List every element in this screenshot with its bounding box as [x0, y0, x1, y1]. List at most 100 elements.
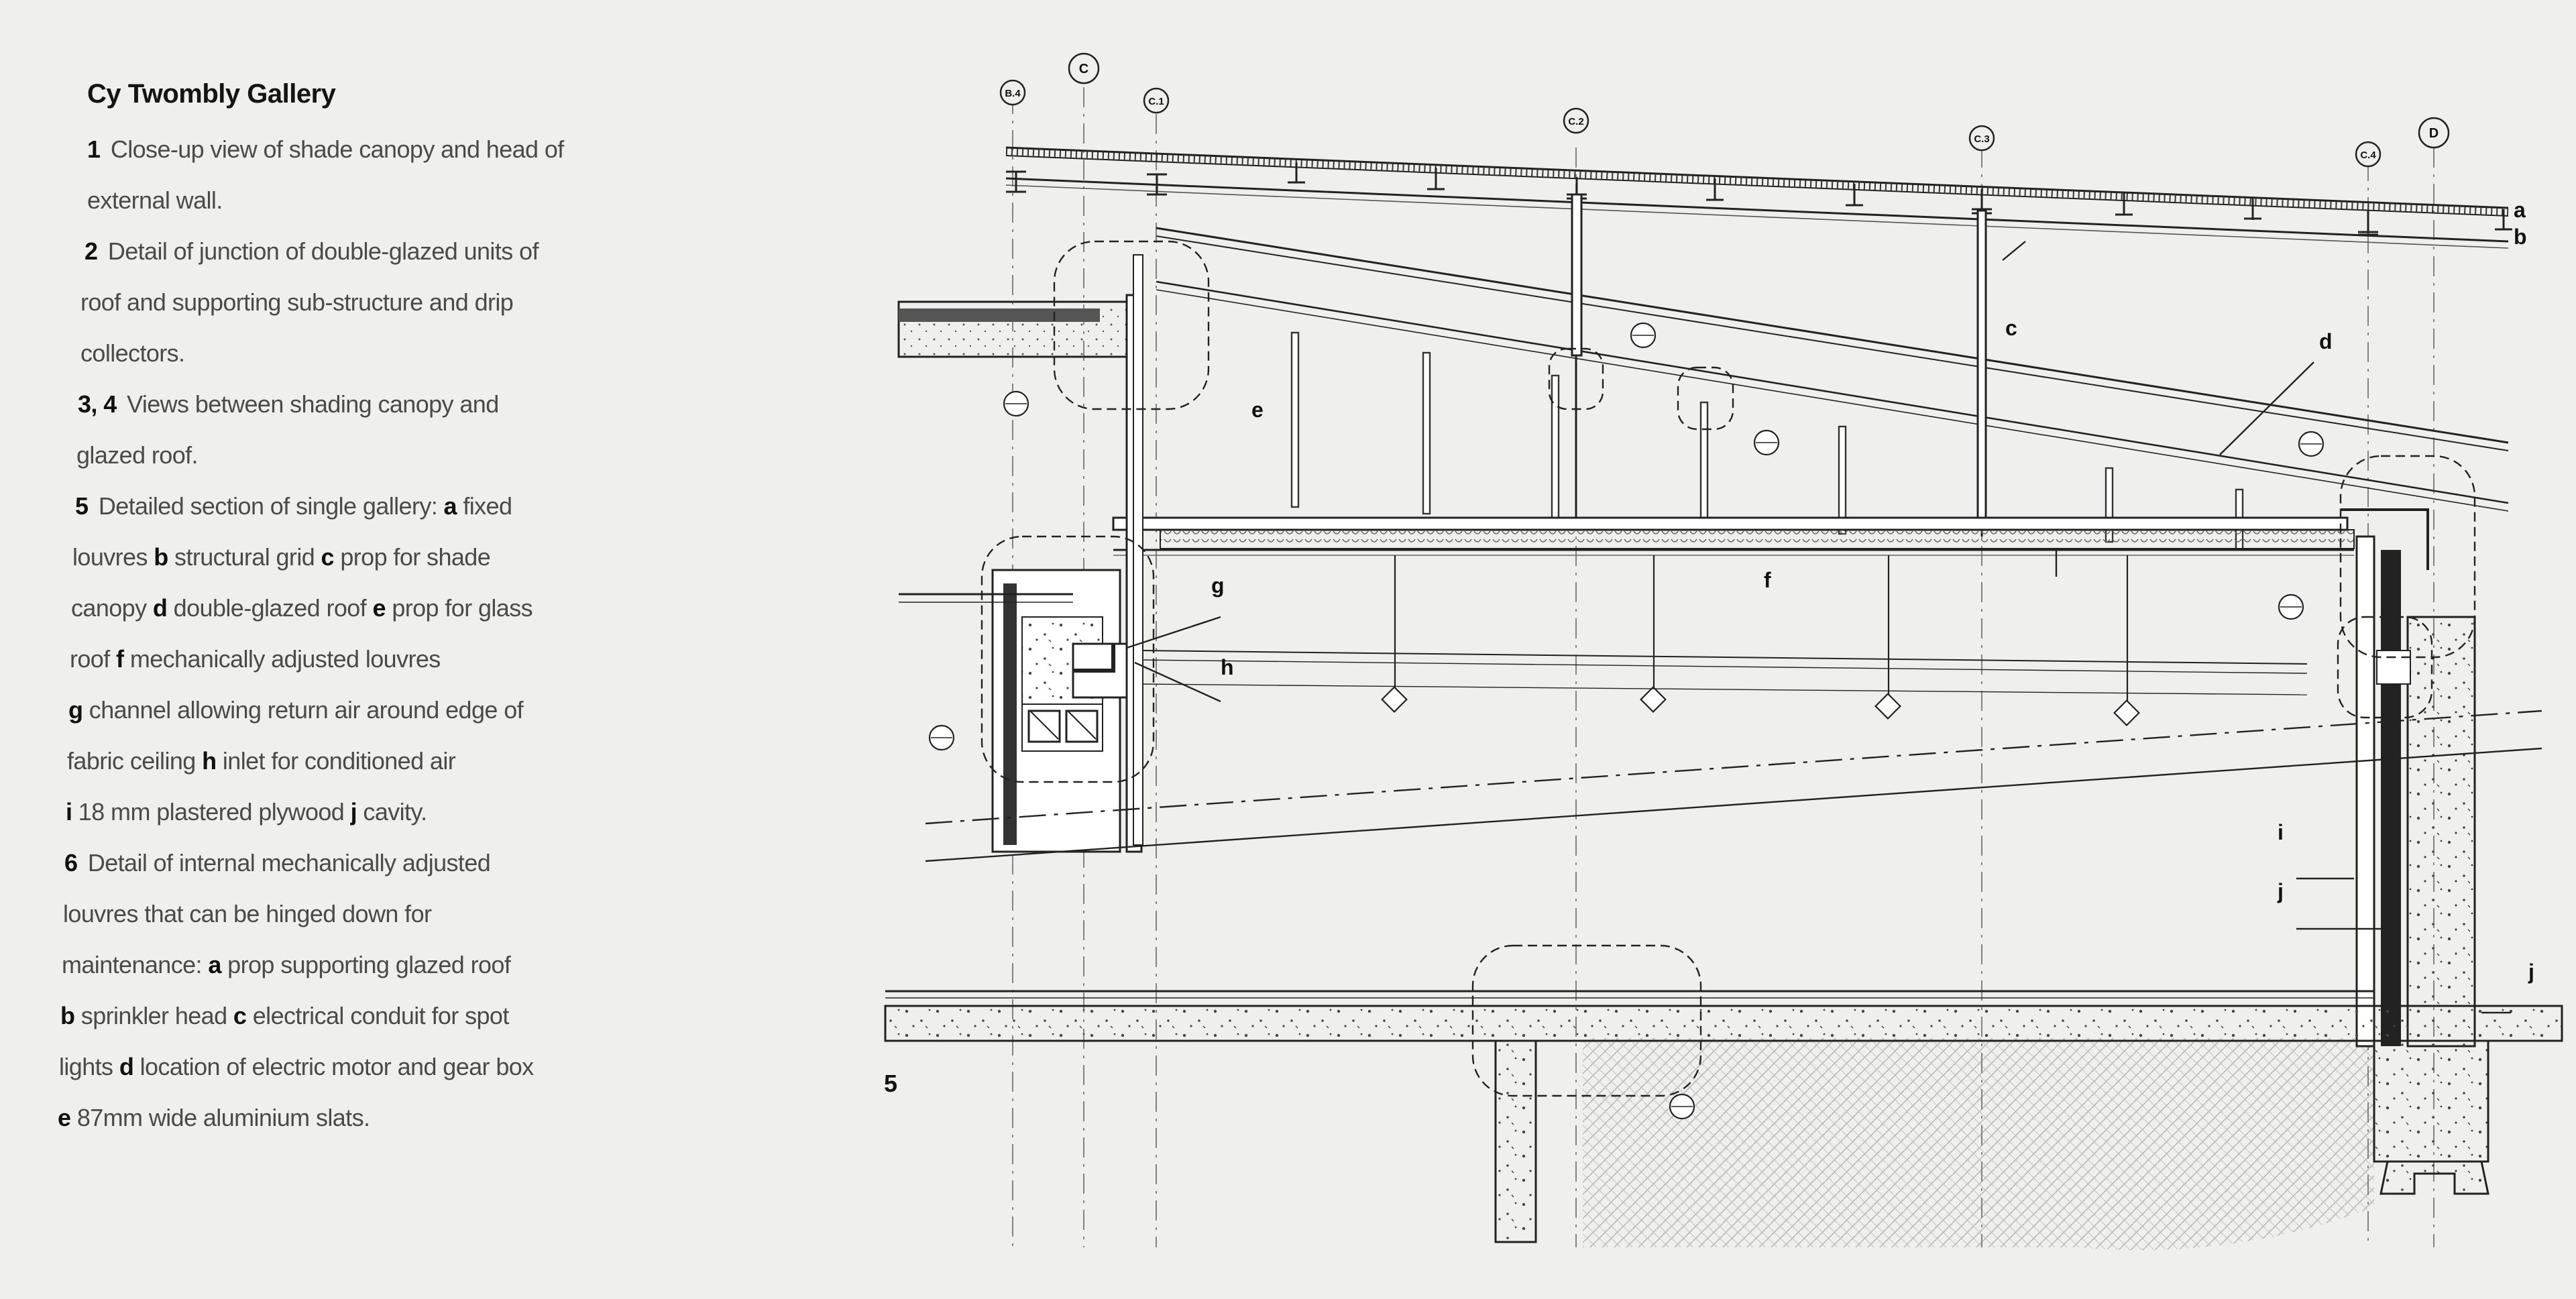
caption-key-letter: d — [152, 594, 168, 622]
caption-line: lights d location of electric motor and … — [59, 1041, 634, 1092]
right-wall — [2341, 508, 2476, 1048]
caption-line: 5 Detailed section of single gallery: a … — [75, 481, 634, 532]
caption-line: external wall. — [87, 175, 634, 226]
caption-figure-number: 1 — [87, 135, 101, 163]
caption-key-letter: c — [321, 543, 335, 571]
caption-line: 6 Detail of internal mechanically adjust… — [64, 838, 634, 889]
caption-text: maintenance: — [62, 951, 209, 978]
caption-line: collectors. — [80, 328, 634, 379]
caption-line: roof f mechanically adjusted louvres — [70, 634, 634, 685]
caption-text: prop supporting glazed roof — [221, 951, 511, 978]
caption-text: Detail of junction of double-glazed unit… — [107, 237, 539, 265]
caption-line: 1 Close-up view of shade canopy and head… — [87, 124, 634, 175]
caption-line: maintenance: a prop supporting glazed ro… — [62, 940, 634, 991]
caption-line: b sprinkler head c electrical conduit fo… — [60, 991, 634, 1041]
caption-line: g channel allowing return air around edg… — [68, 685, 634, 736]
caption-text: mechanically adjusted louvres — [123, 645, 441, 673]
caption-text: fabric ceiling — [67, 747, 203, 775]
label-e: e — [1251, 398, 1264, 422]
caption-title: Cy Twombly Gallery — [87, 79, 336, 109]
caption-line: i 18 mm plastered plywood j cavity. — [66, 787, 634, 838]
label-f: f — [1764, 568, 1771, 592]
caption-line: 2 Detail of junction of double-glazed un… — [85, 226, 634, 277]
caption-key-letter: d — [119, 1053, 134, 1080]
caption-key-letter: e — [372, 594, 386, 622]
label-j: j — [2277, 879, 2284, 903]
caption-key-letter: e — [58, 1104, 71, 1131]
caption-line: 3, 4 Views between shading canopy and — [78, 379, 634, 430]
caption-figure-number: 6 — [64, 849, 78, 877]
caption-figure-number: 3, 4 — [78, 390, 117, 418]
caption-key-letter: c — [233, 1002, 247, 1029]
caption-text: Close-up view of shade canopy and head o… — [110, 135, 564, 163]
caption-block: Cy Twombly Gallery 1 Close-up view of sh… — [58, 79, 634, 1143]
caption-line: roof and supporting sub-structure and dr… — [80, 277, 634, 328]
label-b: b — [2514, 225, 2527, 249]
caption-key-letter: a — [208, 951, 221, 978]
label-d: d — [2319, 329, 2333, 353]
label-h: h — [1221, 655, 1234, 679]
shade-canopy — [1005, 146, 2509, 249]
caption-text: 18 mm plastered plywood — [72, 798, 351, 826]
caption-key-letter: h — [202, 747, 217, 775]
caption-text: Detailed section of single gallery: — [98, 492, 444, 520]
grid-label-c2: C.2 — [1568, 116, 1583, 127]
label-i: i — [2278, 820, 2284, 844]
caption-text: location of electric motor and gear box — [133, 1053, 535, 1080]
caption-text: prop for glass — [385, 594, 533, 622]
caption-line: canopy d double-glazed roof e prop for g… — [71, 583, 634, 634]
grid-label-c3: C.3 — [1974, 133, 1989, 145]
caption-line: louvres that can be hinged down for — [63, 889, 634, 940]
grid-label-b4: B.4 — [1005, 88, 1021, 99]
floor-slab — [884, 990, 2563, 1243]
caption-text: glazed roof. — [76, 441, 199, 469]
caption-figure-number: 5 — [75, 492, 89, 520]
caption-text: external wall. — [87, 186, 223, 214]
caption-text: 87mm wide aluminium slats. — [70, 1104, 370, 1131]
caption-key-letter: g — [68, 696, 83, 724]
section-drawing: B.4 C C.1 C.2 C.3 C.4 D — [884, 52, 2563, 1250]
caption-text: collectors. — [80, 339, 185, 367]
caption-key-letter: i — [66, 798, 72, 826]
caption-text: structural grid — [168, 543, 321, 571]
caption-text: channel allowing return air around edge … — [82, 696, 524, 724]
figure-number: 5 — [884, 1070, 897, 1097]
caption-key-letter: j — [350, 798, 357, 826]
label-j-second: j — [2528, 960, 2534, 984]
caption-key-letter: b — [60, 1002, 75, 1029]
grid-label-d: D — [2429, 126, 2439, 141]
caption-text: electrical conduit for spot — [246, 1002, 510, 1029]
grid-label-c1: C.1 — [1148, 96, 1164, 107]
caption-text: prop for shade — [333, 543, 491, 571]
caption-text: Views between shading canopy and — [127, 390, 499, 418]
caption-line: glazed roof. — [76, 430, 634, 481]
caption-line: louvres b structural grid c prop for sha… — [72, 532, 634, 583]
label-c: c — [2005, 316, 2017, 340]
grid-label-c: C — [1079, 62, 1088, 76]
caption-text: louvres that can be hinged down for — [63, 900, 432, 927]
caption-key-letter: a — [443, 492, 457, 520]
label-a: a — [2514, 198, 2526, 222]
caption-text: roof — [70, 645, 117, 673]
caption-line: fabric ceiling h inlet for conditioned a… — [67, 736, 634, 787]
louvre-ceiling — [1112, 516, 2355, 556]
glazed-roof — [1156, 227, 2509, 512]
caption-text: Detail of internal mechanically adjusted — [87, 849, 491, 877]
caption-figure-number: 2 — [85, 237, 98, 265]
caption-text: double-glazed roof — [167, 594, 373, 622]
caption-text: louvres — [72, 543, 154, 571]
caption-lines: 1 Close-up view of shade canopy and head… — [58, 124, 634, 1143]
caption-text: canopy — [71, 594, 153, 622]
caption-text: lights — [59, 1053, 119, 1080]
caption-text: sprinkler head — [74, 1002, 233, 1029]
caption-text: fixed — [456, 492, 512, 520]
caption-line: e 87mm wide aluminium slats. — [58, 1092, 634, 1143]
grid-label-c4: C.4 — [2360, 150, 2376, 161]
left-wall — [897, 254, 1143, 853]
caption-key-letter: f — [116, 645, 124, 673]
caption-key-letter: b — [154, 543, 168, 571]
caption-text: inlet for conditioned air — [216, 747, 456, 775]
caption-text: cavity. — [357, 798, 427, 826]
label-g: g — [1211, 573, 1225, 598]
caption-text: roof and supporting sub-structure and dr… — [80, 288, 514, 316]
